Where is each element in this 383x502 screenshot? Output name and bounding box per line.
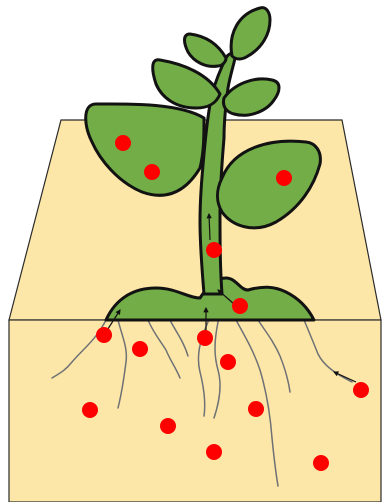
particle-soil-2: [132, 341, 148, 357]
particle-soil-3: [197, 330, 213, 346]
leaf-upper-left: [185, 34, 227, 66]
particle-soil-8: [248, 401, 264, 417]
particle-soil-1: [96, 327, 112, 343]
particle-soil-6: [82, 402, 98, 418]
leaf-top: [231, 8, 270, 59]
particle-soil-9: [206, 444, 222, 460]
particle-stem: [206, 242, 222, 258]
particle-leaf-left-1: [115, 135, 131, 151]
particle-base: [232, 298, 248, 314]
particle-soil-10: [313, 455, 329, 471]
soil-front-face: [9, 320, 381, 502]
particle-soil-5: [353, 382, 369, 398]
particle-soil-7: [160, 418, 176, 434]
particle-soil-4: [220, 354, 236, 370]
leaf-right-small: [223, 79, 279, 115]
particle-leaf-right: [276, 170, 292, 186]
particle-leaf-left-2: [144, 164, 160, 180]
